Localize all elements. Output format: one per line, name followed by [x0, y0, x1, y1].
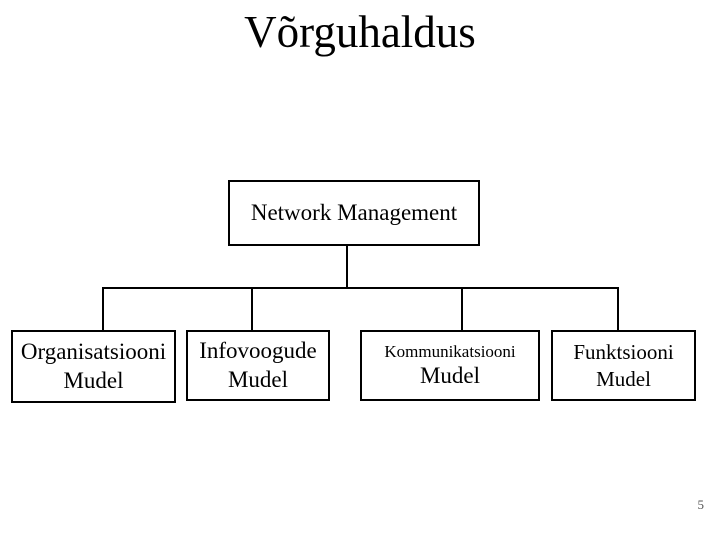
connector-root-stem — [346, 246, 348, 288]
child-node-funktsiooni-mudel: Funktsiooni Mudel — [551, 330, 696, 401]
child-node-label-line2: Mudel — [227, 366, 289, 392]
root-node-network-management: Network Management — [228, 180, 480, 246]
child-node-organisatsiooni-mudel: Organisatsiooni Mudel — [11, 330, 176, 403]
connector-horizontal-rail — [102, 287, 619, 289]
connector-drop-funktsiooni — [617, 288, 619, 330]
connector-drop-infovoogude — [251, 288, 253, 330]
child-node-infovoogude-mudel: Infovoogude Mudel — [186, 330, 330, 401]
child-node-label-line1: Organisatsiooni — [20, 338, 167, 364]
connector-drop-kommunikatsiooni — [461, 288, 463, 330]
child-node-label-line2: Mudel — [596, 366, 651, 391]
child-node-label-line2: Mudel — [419, 362, 481, 388]
slide-title: Võrguhaldus — [244, 7, 476, 57]
child-node-label-line2: Mudel — [63, 367, 124, 393]
page-number: 5 — [697, 497, 705, 512]
root-node-label: Network Management — [250, 199, 458, 225]
connector-drop-organisatsiooni — [102, 288, 104, 330]
child-node-label-line1: Kommunikatsiooni — [384, 341, 516, 361]
child-node-label-line1: Infovoogude — [199, 337, 317, 363]
child-node-kommunikatsiooni-mudel: Kommunikatsiooni Mudel — [360, 330, 540, 401]
child-node-label-line1: Funktsiooni — [573, 340, 674, 365]
